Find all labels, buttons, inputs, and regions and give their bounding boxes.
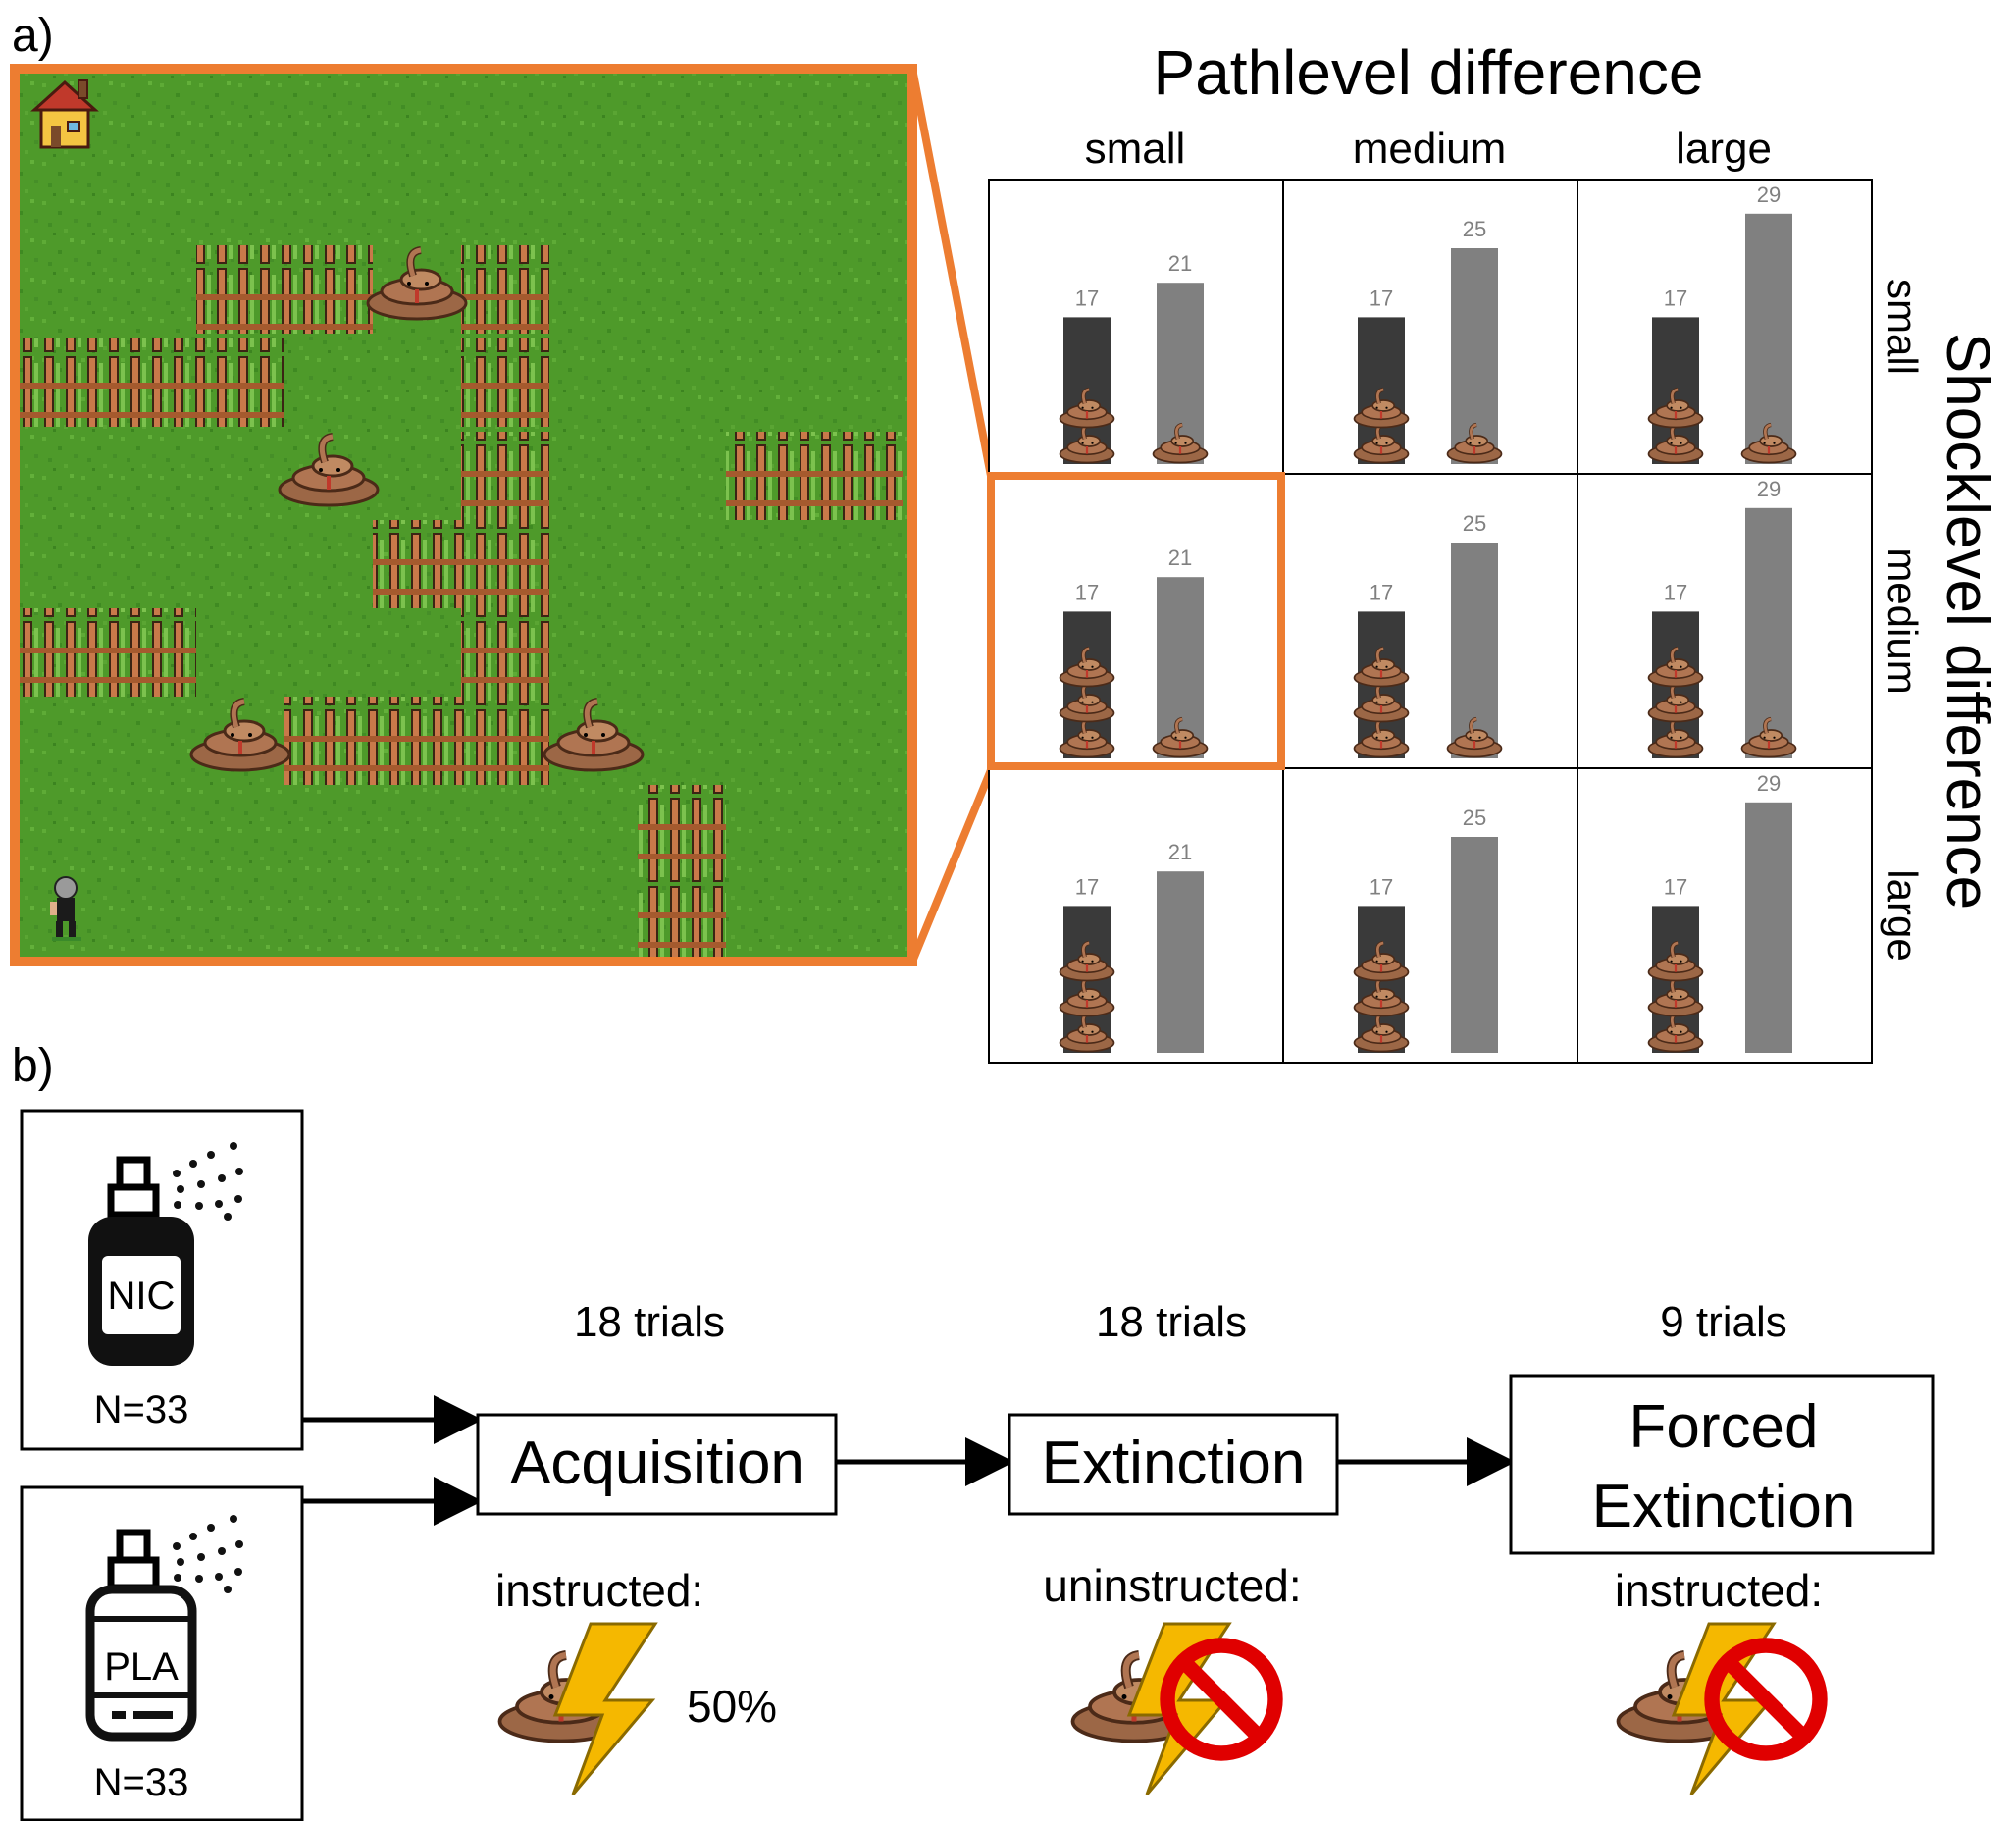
phase-name: Extinction: [1042, 1430, 1306, 1497]
cell-frame: [1282, 473, 1578, 769]
bar-value-light: 25: [1463, 511, 1486, 536]
spray-label-nic: NIC: [108, 1275, 176, 1318]
bar-light: [1157, 283, 1204, 464]
phase-trials: 18 trials: [574, 1298, 725, 1346]
bar-light: [1451, 543, 1498, 758]
house-icon: [30, 79, 99, 149]
phase-acquisition: 18 trials Acquisition instructed: 50%: [476, 1298, 838, 1796]
flow-arrows: [302, 1395, 1516, 1526]
phase-name-line2: Extinction: [1592, 1473, 1856, 1540]
bar-value-light: 29: [1757, 771, 1781, 796]
phase-trials: 9 trials: [1660, 1298, 1787, 1346]
bar-value-light: 25: [1463, 217, 1486, 241]
row-header-large: large: [1880, 869, 1926, 961]
group-n-pla: N=33: [94, 1761, 189, 1804]
bar-value-dark: 17: [1664, 286, 1687, 310]
spray-bottle-icon: [88, 1142, 243, 1366]
phase-trials: 18 trials: [1096, 1298, 1247, 1346]
col-header-small: small: [1085, 125, 1186, 173]
bar-light: [1745, 507, 1792, 758]
bar-value-dark: 17: [1370, 580, 1393, 604]
bar-value-light: 21: [1168, 546, 1192, 570]
highlight-cell-frame: [987, 472, 1285, 770]
zoom-connector: [908, 68, 995, 963]
bar-value-light: 29: [1757, 477, 1781, 501]
map-highlight-frame: [10, 64, 917, 966]
bar-light: [1157, 577, 1204, 758]
player-sprite: [50, 876, 81, 941]
phase-extinction: 18 trials Extinction uninstructed:: [1008, 1298, 1339, 1796]
spray-label-pla: PLA: [104, 1645, 179, 1689]
row-header-medium: medium: [1880, 547, 1926, 694]
phase-instruction: instructed:: [1615, 1565, 1823, 1616]
bar-value-light: 25: [1463, 806, 1486, 830]
bar-value-dark: 17: [1664, 580, 1687, 604]
cell-frame: [1577, 767, 1873, 1064]
phase-name: Acquisition: [510, 1430, 804, 1497]
bar-value-dark: 17: [1370, 874, 1393, 899]
phase-forced-extinction: 9 trials Forced Extinction instructed:: [1509, 1298, 1935, 1796]
cell-frame: [1282, 767, 1578, 1064]
bar-value-light: 29: [1757, 182, 1781, 207]
col-header-medium: medium: [1353, 125, 1507, 173]
col-header-large: large: [1676, 125, 1772, 173]
bar-light: [1451, 248, 1498, 464]
bar-value-light: 21: [1168, 840, 1192, 864]
cell-frame: [1577, 473, 1873, 769]
cell-frame: [988, 767, 1284, 1064]
bar-light: [1451, 837, 1498, 1053]
phase-name-line1: Forced: [1629, 1393, 1819, 1461]
bar-light: [1745, 802, 1792, 1053]
cell-frame: [1577, 179, 1873, 475]
shock-bolt-icon: [553, 1622, 657, 1796]
row-title: Shocklevel difference: [1934, 333, 2001, 910]
bar-value-light: 21: [1168, 251, 1192, 276]
fence-segments: [20, 245, 903, 962]
grid-title: Pathlevel difference: [1154, 37, 1704, 108]
bar-value-dark: 17: [1075, 580, 1099, 604]
game-map: [10, 64, 917, 966]
bar-value-dark: 17: [1075, 286, 1099, 310]
phase-instruction: uninstructed:: [1043, 1560, 1301, 1611]
panel-a-label: a): [12, 10, 54, 62]
row-header-small: small: [1880, 279, 1926, 375]
col-headers: small medium large: [1085, 125, 1772, 173]
bar-light: [1745, 213, 1792, 464]
shock-probability: 50%: [687, 1681, 777, 1732]
phase-instruction: instructed:: [495, 1565, 703, 1616]
bar-value-dark: 17: [1075, 874, 1099, 899]
spray-bottle-icon: [85, 1515, 243, 1742]
bar-light: [1157, 871, 1204, 1053]
row-headers: small medium large: [1880, 279, 1926, 962]
cell-frame: [988, 179, 1284, 475]
bar-value-dark: 17: [1664, 874, 1687, 899]
group-n-nic: N=33: [94, 1388, 189, 1431]
cell-frame: [1282, 179, 1578, 475]
panel-b-label: b): [12, 1040, 54, 1092]
cell-frame: [988, 473, 1284, 769]
group-nic: NIC N=33: [20, 1109, 304, 1451]
group-pla: PLA N=33: [20, 1485, 304, 1821]
bar-value-dark: 17: [1370, 286, 1393, 310]
